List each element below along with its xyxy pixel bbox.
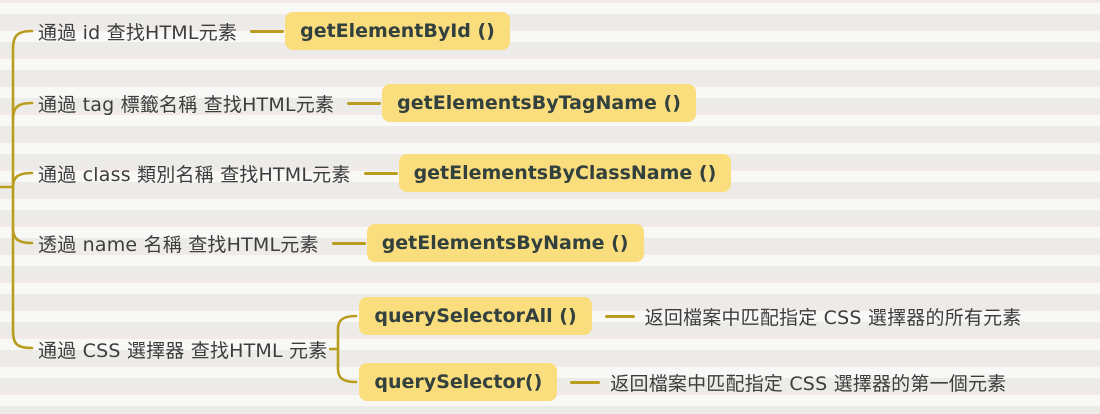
method-description-queryselectorall[interactable]: 返回檔案中匹配指定 CSS 選擇器的所有元素: [644, 306, 1022, 329]
subrow-queryselectorall: querySelectorAll () 返回檔案中匹配指定 CSS 選擇器的所有…: [359, 297, 1021, 335]
mindmap-row-tag: 通過 tag 標籤名稱 查找HTML元素 getElementsByTagNam…: [38, 84, 696, 122]
mindmap-row-name: 透過 name 名稱 查找HTML元素 getElementsByName (): [38, 224, 644, 262]
mindmap-row-class: 通過 class 類別名稱 查找HTML元素 getElementsByClas…: [38, 154, 732, 192]
topic-label-id[interactable]: 通過 id 查找HTML元素: [38, 21, 238, 44]
branch-connector: [604, 314, 635, 318]
method-node-getelementsbytagname[interactable]: getElementsByTagName (): [382, 84, 696, 122]
method-node-getelementsbyclassname[interactable]: getElementsByClassName (): [398, 154, 732, 192]
bracket-curve-line: [337, 314, 358, 384]
trunk-line: [11, 29, 34, 350]
branch-line-row2: [11, 101, 34, 121]
branch-bracket-lines: [329, 314, 358, 384]
method-node-queryselectorall[interactable]: querySelectorAll (): [359, 297, 592, 335]
topic-label-class[interactable]: 通過 class 類別名稱 查找HTML元素: [38, 163, 351, 186]
branch-connector: [347, 101, 382, 105]
method-node-getelementsbyname[interactable]: getElementsByName (): [366, 224, 644, 262]
css-selector-children: querySelectorAll () 返回檔案中匹配指定 CSS 選擇器的所有…: [359, 297, 1021, 401]
topic-label-css-selector[interactable]: 通過 CSS 選擇器 查找HTML 元素: [38, 339, 328, 362]
branch-connector: [363, 171, 398, 175]
method-description-queryselector[interactable]: 返回檔案中匹配指定 CSS 選擇器的第一個元素: [610, 372, 1007, 395]
branch-connector: [250, 29, 285, 33]
mindmap-row-id: 通過 id 查找HTML元素 getElementById (): [38, 12, 510, 50]
method-node-queryselector[interactable]: querySelector(): [359, 363, 558, 401]
topic-label-tag[interactable]: 通過 tag 標籤名稱 查找HTML元素: [38, 93, 335, 116]
subrow-queryselector: querySelector() 返回檔案中匹配指定 CSS 選擇器的第一個元素: [359, 363, 1021, 401]
branch-line-row4: [11, 226, 34, 245]
method-node-getelementbyid[interactable]: getElementById (): [285, 12, 510, 50]
branch-connector: [570, 380, 601, 384]
branch-connector: [331, 241, 366, 245]
topic-label-name[interactable]: 透過 name 名稱 查找HTML元素: [38, 233, 319, 256]
branch-line-row3: [11, 171, 34, 189]
branch-trunk-lines: [0, 29, 34, 350]
mindmap-row-css-selector: 通過 CSS 選擇器 查找HTML 元素 querySelectorAll ()…: [38, 297, 1022, 401]
